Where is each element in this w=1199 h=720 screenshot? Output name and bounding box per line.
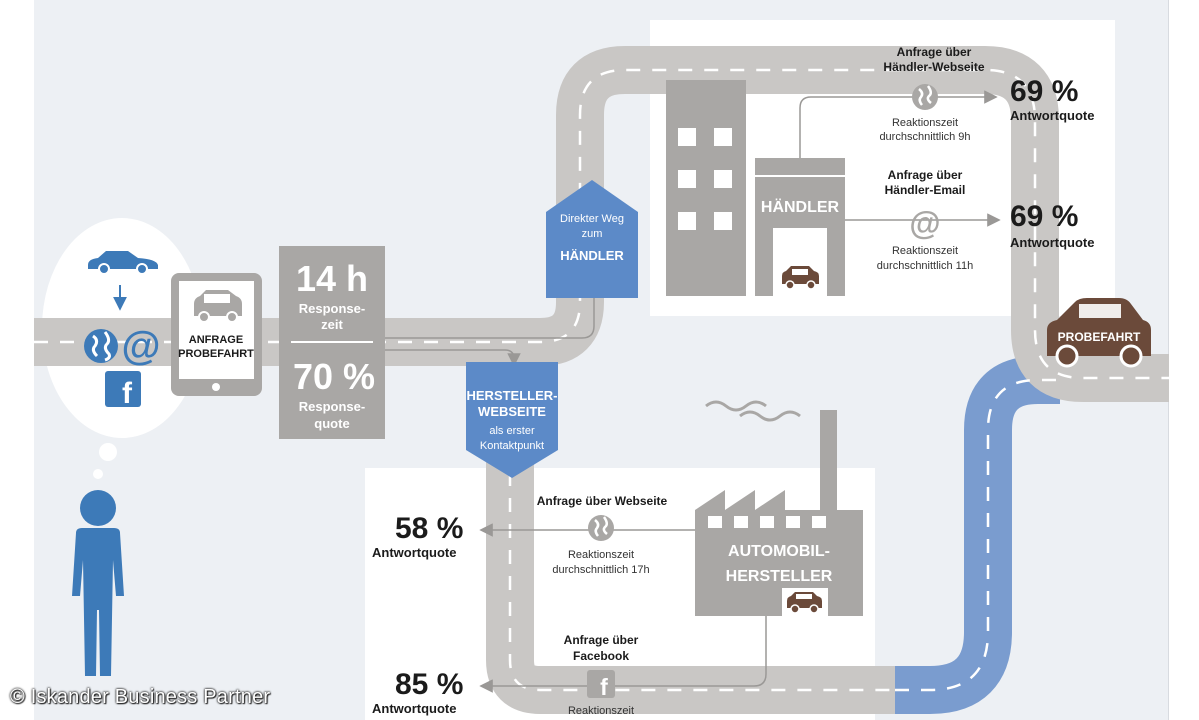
manufacturer-sign-line4: Kontaktpunkt: [480, 440, 544, 452]
globe-icon: [588, 515, 614, 541]
right-margin: [1168, 0, 1199, 720]
request-label-1: ANFRAGE: [189, 334, 243, 346]
dealer-web-reaction-2: durchschnittlich 9h: [879, 131, 970, 143]
dealer-web-request: Anfrage über Händler-Webseite Reaktionsz…: [879, 45, 1094, 143]
manufacturer-web-request: Anfrage über Webseite Reaktionszeit durc…: [372, 494, 668, 576]
manufacturer-web-reaction-2: durchschnittlich 17h: [552, 564, 649, 576]
at-icon: @: [121, 324, 160, 368]
manufacturer-fb-title-1: Anfrage über: [564, 633, 639, 647]
thought-dot-small: [93, 469, 103, 479]
manufacturer-web-reaction-1: Reaktionszeit: [568, 549, 634, 561]
facebook-icon: f: [105, 371, 141, 410]
manufacturer-web-rate: 58 %: [395, 512, 463, 545]
manufacturer-road-markings: [895, 378, 1060, 692]
connector-to-manufacturer-sign: [355, 349, 521, 367]
car-icon: [88, 251, 158, 275]
response-time-value: 14 h: [296, 258, 368, 299]
dealer-email-title-1: Anfrage über: [888, 168, 963, 182]
svg-text:f: f: [600, 674, 608, 700]
manufacturer-sign: HERSTELLER- WEBSEITE als erster Kontaktp…: [466, 362, 558, 478]
response-box: 14 h Response- zeit 70 % Response- quote: [279, 246, 385, 439]
dealer-sign-line1: Direkter Weg: [560, 213, 624, 225]
response-rate-label-2: quote: [314, 416, 349, 431]
dealer-web-rate: 69 %: [1010, 75, 1078, 108]
dealer-email-title-2: Händler-Email: [885, 183, 966, 197]
dealer-web-rate-label: Antwortquote: [1010, 108, 1094, 123]
response-rate-value: 70 %: [293, 356, 375, 397]
thought-dot-large: [99, 443, 117, 461]
manufacturer-sign-line3: als erster: [489, 425, 535, 437]
dealer-email-request: Anfrage über Händler-Email @ Reaktionsze…: [877, 168, 1095, 272]
svg-text:f: f: [122, 377, 133, 410]
dealer-car-icon: [782, 266, 819, 290]
manufacturer-sign-line1: HERSTELLER-: [467, 388, 558, 403]
globe-icon: [912, 84, 938, 110]
dealer-email-rate-label: Antwortquote: [1010, 235, 1094, 250]
svg-text:@: @: [121, 324, 160, 368]
dealer-sign: Direkter Weg zum HÄNDLER: [546, 180, 638, 298]
manufacturer-fb-rate: 85 %: [395, 668, 463, 701]
smoke-icon: [705, 400, 801, 422]
arrow-dealer-web: [799, 90, 998, 158]
copyright-notice: © Iskander Business Partner: [10, 686, 271, 708]
manufacturer-fb-title-2: Facebook: [573, 649, 629, 663]
dealer-sign-line3: HÄNDLER: [560, 248, 624, 263]
arrow-manufacturer-facebook: [479, 616, 767, 693]
manufacturer-sign-line2: WEBSEITE: [478, 404, 546, 419]
manufacturer-road: [880, 356, 1062, 714]
globe-icon: [84, 329, 118, 363]
manufacturer-car-icon: [787, 592, 822, 614]
building-icon: [666, 80, 746, 296]
connector-to-dealer-sign: [355, 273, 601, 339]
factory-icon: AUTOMOBIL- HERSTELLER: [695, 410, 863, 616]
manufacturer-name-1: AUTOMOBIL-: [728, 543, 830, 560]
dealer-building: HÄNDLER: [755, 158, 845, 296]
tablet-icon: ANFRAGE PROBEFAHRT: [171, 273, 262, 396]
dealer-web-title-2: Händler-Webseite: [883, 60, 984, 74]
dealer-email-rate: 69 %: [1010, 200, 1078, 233]
dealer-email-reaction-2: durchschnittlich 11h: [877, 260, 973, 272]
goal-car: PROBEFAHRT: [1047, 298, 1151, 368]
response-time-label-2: zeit: [321, 317, 343, 332]
dealer-web-title-1: Anfrage über: [897, 45, 972, 59]
manufacturer-loop-markings: [508, 420, 895, 692]
dealer-email-reaction-1: Reaktionszeit: [892, 245, 958, 257]
tablet-car-icon: [194, 290, 242, 323]
response-time-label-1: Response-: [299, 301, 365, 316]
dealer-road-markings: [34, 68, 1169, 380]
manufacturer-name-2: HERSTELLER: [726, 568, 833, 585]
road-network: [34, 46, 1169, 714]
dealer-sign-line2: zum: [582, 228, 603, 240]
manufacturer-web-rate-label: Antwortquote: [372, 545, 456, 560]
manufacturer-web-title: Anfrage über Webseite: [537, 494, 668, 508]
goal-label: PROBEFAHRT: [1058, 330, 1141, 344]
manufacturer-fb-rate-label: Antwortquote: [372, 701, 456, 716]
facebook-icon: f: [587, 670, 615, 700]
request-label-2: PROBEFAHRT: [178, 348, 254, 360]
dealer-name: HÄNDLER: [761, 198, 840, 216]
response-rate-label-1: Response-: [299, 399, 365, 414]
manufacturer-facebook-request: Anfrage über Facebook f Reaktionszeit 85…: [372, 633, 639, 717]
at-icon: @: [909, 205, 940, 241]
manufacturer-fb-reaction-1: Reaktionszeit: [568, 705, 634, 717]
person-icon: [72, 490, 124, 676]
dealer-web-reaction-1: Reaktionszeit: [892, 117, 958, 129]
